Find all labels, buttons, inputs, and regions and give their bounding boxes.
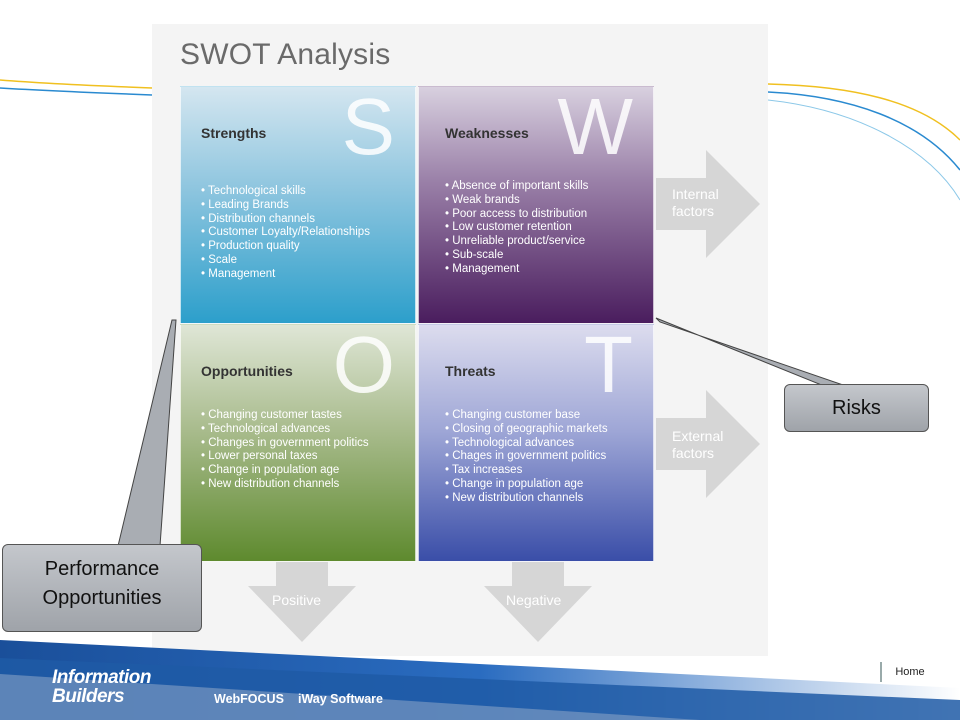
list-item: Distribution channels: [201, 213, 370, 227]
list-item: Unreliable product/service: [445, 235, 588, 249]
positive-label: Positive: [272, 592, 322, 608]
opportunities-label: Opportunities: [201, 363, 293, 379]
home-button[interactable]: Home: [874, 656, 940, 684]
opportunities-letter: O: [332, 324, 395, 409]
list-item: Sub-scale: [445, 249, 588, 263]
list-item: Scale: [201, 254, 370, 268]
internal-label-line1: Internal: [672, 186, 719, 202]
opportunities-list: Changing customer tastes Technological a…: [201, 409, 369, 492]
list-item: Changing customer tastes: [201, 409, 369, 423]
home-button-label[interactable]: Home: [880, 662, 938, 682]
strengths-quadrant: S Strengths Technological skills Leading…: [180, 86, 416, 324]
list-item: Tax increases: [445, 464, 608, 478]
threats-quadrant: T Threats Changing customer base Closing…: [418, 324, 654, 562]
list-item: Technological advances: [445, 437, 608, 451]
list-item: Technological advances: [201, 423, 369, 437]
strengths-label: Strengths: [201, 125, 267, 141]
performance-opportunities-callout: Performance Opportunities: [2, 544, 202, 632]
list-item: Technological skills: [201, 185, 370, 199]
positive-arrow-icon: [248, 562, 356, 642]
list-item: Change in population age: [201, 464, 369, 478]
list-item: New distribution channels: [201, 478, 369, 492]
webfocus-label: WebFOCUS: [214, 692, 284, 706]
external-arrow-icon: [656, 390, 760, 498]
opportunities-quadrant: O Opportunities Changing customer tastes…: [180, 324, 416, 562]
list-item: Customer Loyalty/Relationships: [201, 226, 370, 240]
weaknesses-quadrant: W Weaknesses Absence of important skills…: [418, 86, 654, 324]
strengths-list: Technological skills Leading Brands Dist…: [201, 185, 370, 282]
list-item: Change in population age: [445, 478, 608, 492]
threats-list: Changing customer base Closing of geogra…: [445, 409, 608, 506]
negative-arrow-icon: [484, 562, 592, 642]
footer-bar: [0, 640, 960, 720]
list-item: Weak brands: [445, 194, 588, 208]
weaknesses-list: Absence of important skills Weak brands …: [445, 180, 589, 277]
risks-callout: Risks: [784, 384, 929, 432]
strengths-letter: S: [341, 86, 395, 171]
external-factors-label: External factors: [672, 428, 723, 462]
external-label-line1: External: [672, 428, 724, 444]
list-item: Management: [201, 268, 370, 282]
list-item: Leading Brands: [201, 199, 370, 213]
iway-software-label: iWay Software: [298, 692, 383, 706]
internal-factors-label: Internal factors: [672, 186, 719, 220]
internal-label-line2: factors: [672, 203, 715, 219]
page-title: SWOT Analysis: [180, 38, 391, 71]
information-builders-logo: Information Builders: [52, 667, 152, 707]
list-item: Management: [445, 263, 588, 277]
list-item: Low customer retention: [445, 221, 588, 235]
list-item: Production quality: [201, 240, 370, 254]
list-item: Absence of important skills: [445, 180, 589, 194]
weaknesses-label: Weaknesses: [445, 125, 529, 141]
list-item: Poor access to distribution: [445, 208, 588, 222]
external-label-line2: factors: [672, 445, 715, 461]
logo-line1: Information: [52, 667, 152, 688]
performance-callout-line2: Opportunities: [42, 587, 162, 609]
list-item: Chages in government politics: [445, 450, 608, 464]
internal-arrow-icon: [656, 150, 760, 258]
negative-label: Negative: [506, 592, 562, 608]
threats-label: Threats: [445, 363, 496, 379]
weaknesses-letter: W: [557, 86, 633, 171]
logo-line2: Builders: [52, 686, 125, 707]
list-item: New distribution channels: [445, 492, 608, 506]
threats-letter: T: [584, 324, 633, 409]
list-item: Lower personal taxes: [201, 450, 369, 464]
list-item: Closing of geographic markets: [445, 423, 607, 437]
list-item: Changing customer base: [445, 409, 608, 423]
list-item: Changes in government politics: [201, 437, 368, 451]
performance-callout-line1: Performance: [44, 558, 160, 580]
